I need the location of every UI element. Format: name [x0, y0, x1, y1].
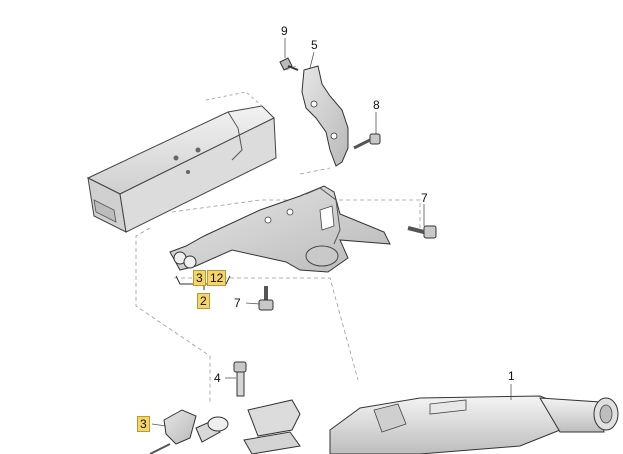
callout-3-bottom: 3	[137, 416, 150, 432]
cross-member-beam	[86, 91, 277, 233]
bushing-part-3	[149, 409, 229, 454]
callout-8: 8	[373, 98, 380, 112]
callout-3-top: 3	[193, 270, 206, 286]
bolt-part-7-right	[407, 225, 437, 239]
steering-column-part-1	[243, 395, 619, 454]
mounting-bracket	[169, 185, 391, 273]
callout-4: 4	[214, 371, 221, 385]
bracket-part-5	[301, 65, 349, 167]
bolt-part-9	[279, 57, 299, 71]
callout-9: 9	[281, 24, 288, 38]
leader-lines	[151, 38, 512, 427]
bolt-part-4	[233, 361, 247, 397]
bolt-part-8	[353, 133, 381, 150]
callout-5: 5	[311, 38, 318, 52]
callout-7-mid: 7	[234, 296, 241, 310]
callout-7-right: 7	[421, 191, 428, 205]
callout-1: 1	[508, 369, 515, 383]
callout-12: 12	[207, 270, 227, 286]
bolt-part-7-mid	[258, 286, 274, 311]
callout-2: 2	[197, 293, 210, 309]
